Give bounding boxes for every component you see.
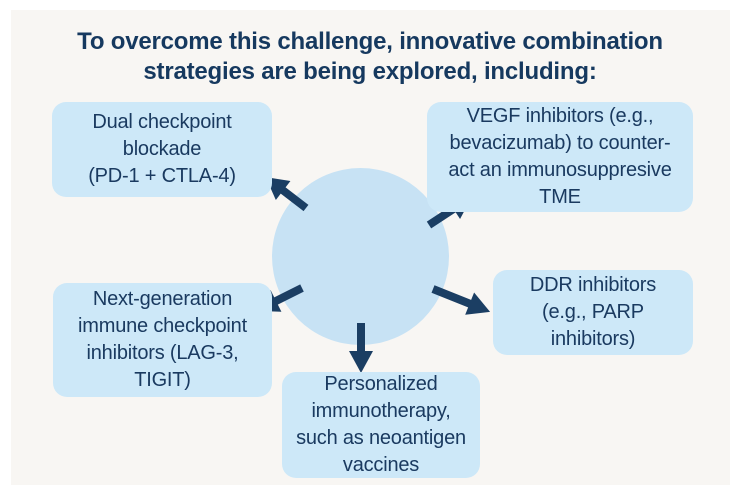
hub-circle <box>272 168 449 345</box>
node-next-gen-label: Next-generation immune checkpoint inhibi… <box>78 288 247 391</box>
node-vegf-inhibitors: VEGF inhibitors (e.g., bevacizumab) to c… <box>427 102 693 212</box>
node-personalized-immunotherapy: Personalized immunotherapy, such as neoa… <box>282 372 480 478</box>
node-personalized-label: Personalized immunotherapy, such as neoa… <box>296 373 466 476</box>
node-ddr-label: DDR inhibitors (e.g., PARP inhibitors) <box>529 274 657 350</box>
node-dual-checkpoint-blockade: Dual checkpoint blockade (PD-1 + CTLA-4) <box>52 102 272 197</box>
node-vegf-label: VEGF inhibitors (e.g., bevacizumab) to c… <box>448 105 672 208</box>
node-next-generation-inhibitors: Next-generation immune checkpoint inhibi… <box>53 283 272 397</box>
node-dual-checkpoint-label: Dual checkpoint blockade (PD-1 + CTLA-4) <box>88 111 236 187</box>
page-title: To overcome this challenge, innovative c… <box>77 28 663 85</box>
node-ddr-inhibitors: DDR inhibitors (e.g., PARP inhibitors) <box>493 270 693 355</box>
